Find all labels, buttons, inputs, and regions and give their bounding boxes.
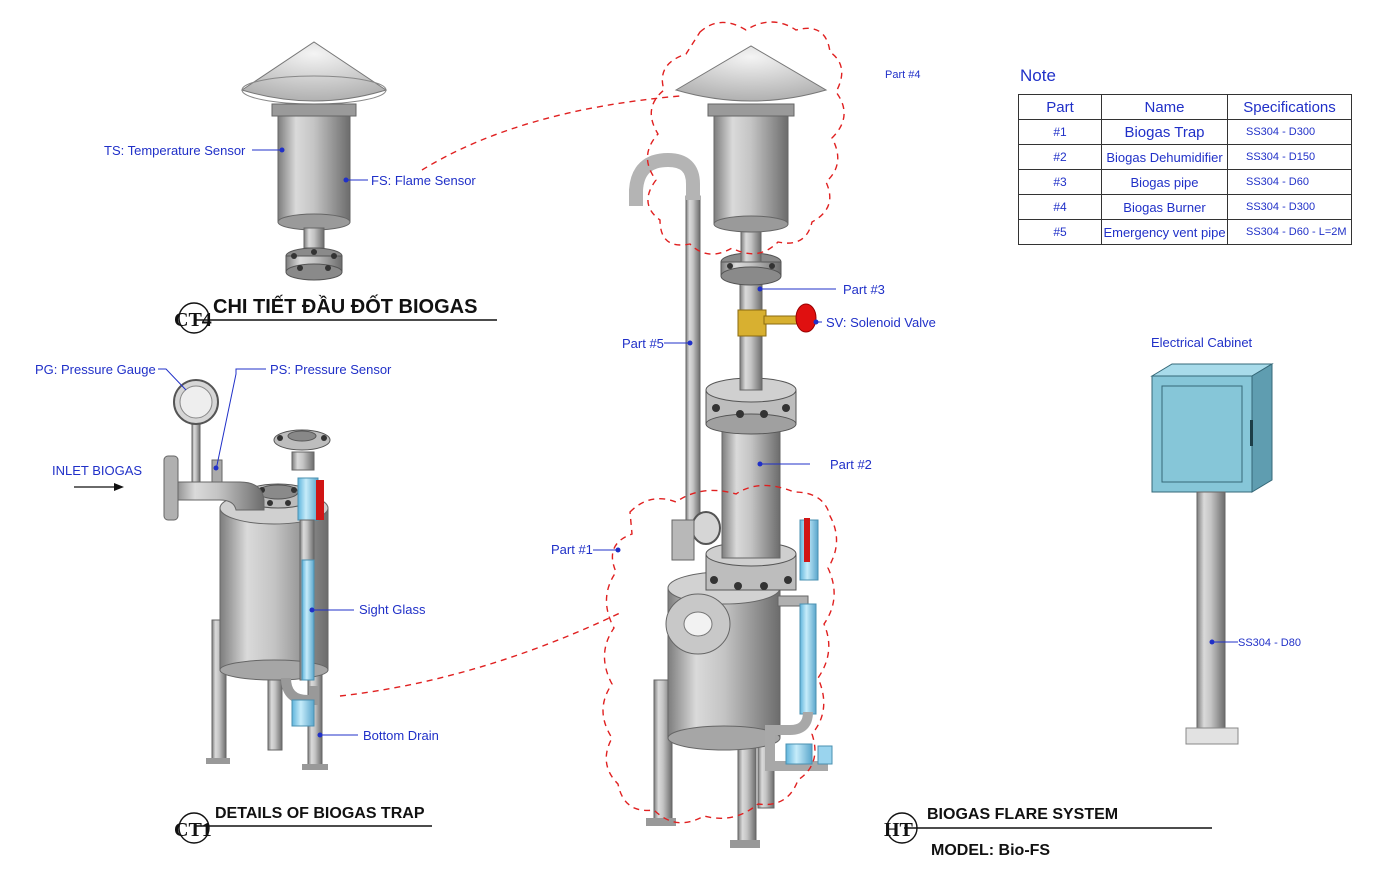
- part3-label: Part #3: [843, 282, 885, 297]
- row-part: #4: [1018, 194, 1102, 220]
- burner-detail-illustration: [240, 41, 388, 281]
- header-specifications: Specifications: [1227, 94, 1352, 120]
- fs-leader: [343, 177, 368, 183]
- part5-label: Part #5: [622, 336, 664, 351]
- row-part: #5: [1018, 219, 1102, 245]
- ts-leader: [252, 147, 285, 153]
- model-label: MODEL: Bio-FS: [931, 842, 1050, 859]
- ht-title: BIOGAS FLARE SYSTEM: [927, 806, 1118, 823]
- part2-label: Part #2: [830, 457, 872, 472]
- table-header-row: Part Name Specifications: [1018, 94, 1352, 120]
- row-spec: SS304 - D300: [1227, 194, 1352, 220]
- ct1-title-block: CT1 DETAILS OF BIOGAS TRAP: [174, 805, 432, 844]
- ht-title-block: HT BIOGAS FLARE SYSTEM MODEL: Bio-FS: [884, 806, 1212, 859]
- pg-leader: [158, 368, 187, 391]
- part1-leader: [593, 547, 621, 553]
- biogas-trap-illustration: [163, 379, 331, 770]
- electrical-cabinet-illustration: [1150, 363, 1274, 745]
- part5-leader: [664, 340, 693, 346]
- row-name: Biogas Burner: [1101, 194, 1228, 220]
- row-spec: SS304 - D150: [1227, 144, 1352, 170]
- part1-label: Part #1: [551, 542, 593, 557]
- flare-system-illustration: [629, 45, 833, 848]
- header-part: Part: [1018, 94, 1102, 120]
- ct1-tag: CT1: [174, 819, 212, 841]
- row-name: Biogas Trap: [1101, 119, 1228, 145]
- ct4-tag: CT4: [174, 309, 212, 331]
- part3-leader: [757, 286, 836, 292]
- header-name: Name: [1101, 94, 1228, 120]
- row-spec: SS304 - D60: [1227, 169, 1352, 195]
- sight-glass-label: Sight Glass: [359, 602, 426, 617]
- bottom-drain-leader: [317, 732, 358, 738]
- table-row: #5 Emergency vent pipe SS304 - D60 - L=2…: [1018, 219, 1352, 245]
- row-name: Emergency vent pipe: [1101, 219, 1228, 245]
- note-title: Note: [1020, 66, 1056, 85]
- flame-sensor-label: FS: Flame Sensor: [371, 173, 476, 188]
- row-part: #1: [1018, 119, 1102, 145]
- solenoid-valve-label: SV: Solenoid Valve: [826, 315, 936, 330]
- ct1-title: DETAILS OF BIOGAS TRAP: [215, 805, 425, 822]
- parts-table: Part Name Specifications #1 Biogas Trap …: [1018, 94, 1352, 245]
- inlet-biogas-label: INLET BIOGAS: [52, 463, 142, 478]
- pressure-gauge-label: PG: Pressure Gauge: [35, 362, 156, 377]
- table-row: #1 Biogas Trap SS304 - D300: [1018, 119, 1352, 145]
- cabinet-pole-spec: SS304 - D80: [1238, 637, 1301, 649]
- ps-leader: [213, 368, 266, 471]
- row-name: Biogas Dehumidifier: [1101, 144, 1228, 170]
- ct4-title-block: CT4 CHI TIẾT ĐẦU ĐỐT BIOGAS: [174, 294, 497, 334]
- cabinet-pole-leader: [1209, 639, 1238, 645]
- row-spec: SS304 - D300: [1227, 119, 1352, 145]
- note-panel: Note Part Name Specifications #1 Biogas …: [1018, 66, 1352, 245]
- part2-leader: [757, 461, 810, 467]
- link-line-top: [421, 95, 681, 171]
- table-row: #3 Biogas pipe SS304 - D60: [1018, 169, 1352, 195]
- table-row: #2 Biogas Dehumidifier SS304 - D150: [1018, 144, 1352, 170]
- sv-leader: [813, 319, 822, 325]
- pressure-sensor-label: PS: Pressure Sensor: [270, 362, 392, 377]
- temperature-sensor-label: TS: Temperature Sensor: [104, 143, 246, 158]
- inlet-arrow-icon: [74, 483, 124, 491]
- burner-revision-cloud: [646, 21, 845, 255]
- row-part: #2: [1018, 144, 1102, 170]
- ct4-title: CHI TIẾT ĐẦU ĐỐT BIOGAS: [213, 294, 477, 318]
- row-part: #3: [1018, 169, 1102, 195]
- table-row: #4 Biogas Burner SS304 - D300: [1018, 194, 1352, 220]
- electrical-cabinet-label: Electrical Cabinet: [1151, 335, 1253, 350]
- bottom-drain-label: Bottom Drain: [363, 728, 439, 743]
- part4-label: Part #4: [885, 69, 920, 81]
- sight-glass-leader: [309, 607, 354, 613]
- row-name: Biogas pipe: [1101, 169, 1228, 195]
- ht-tag: HT: [884, 819, 914, 841]
- link-line-bottom: [339, 611, 623, 697]
- row-spec: SS304 - D60 - L=2M: [1227, 219, 1352, 245]
